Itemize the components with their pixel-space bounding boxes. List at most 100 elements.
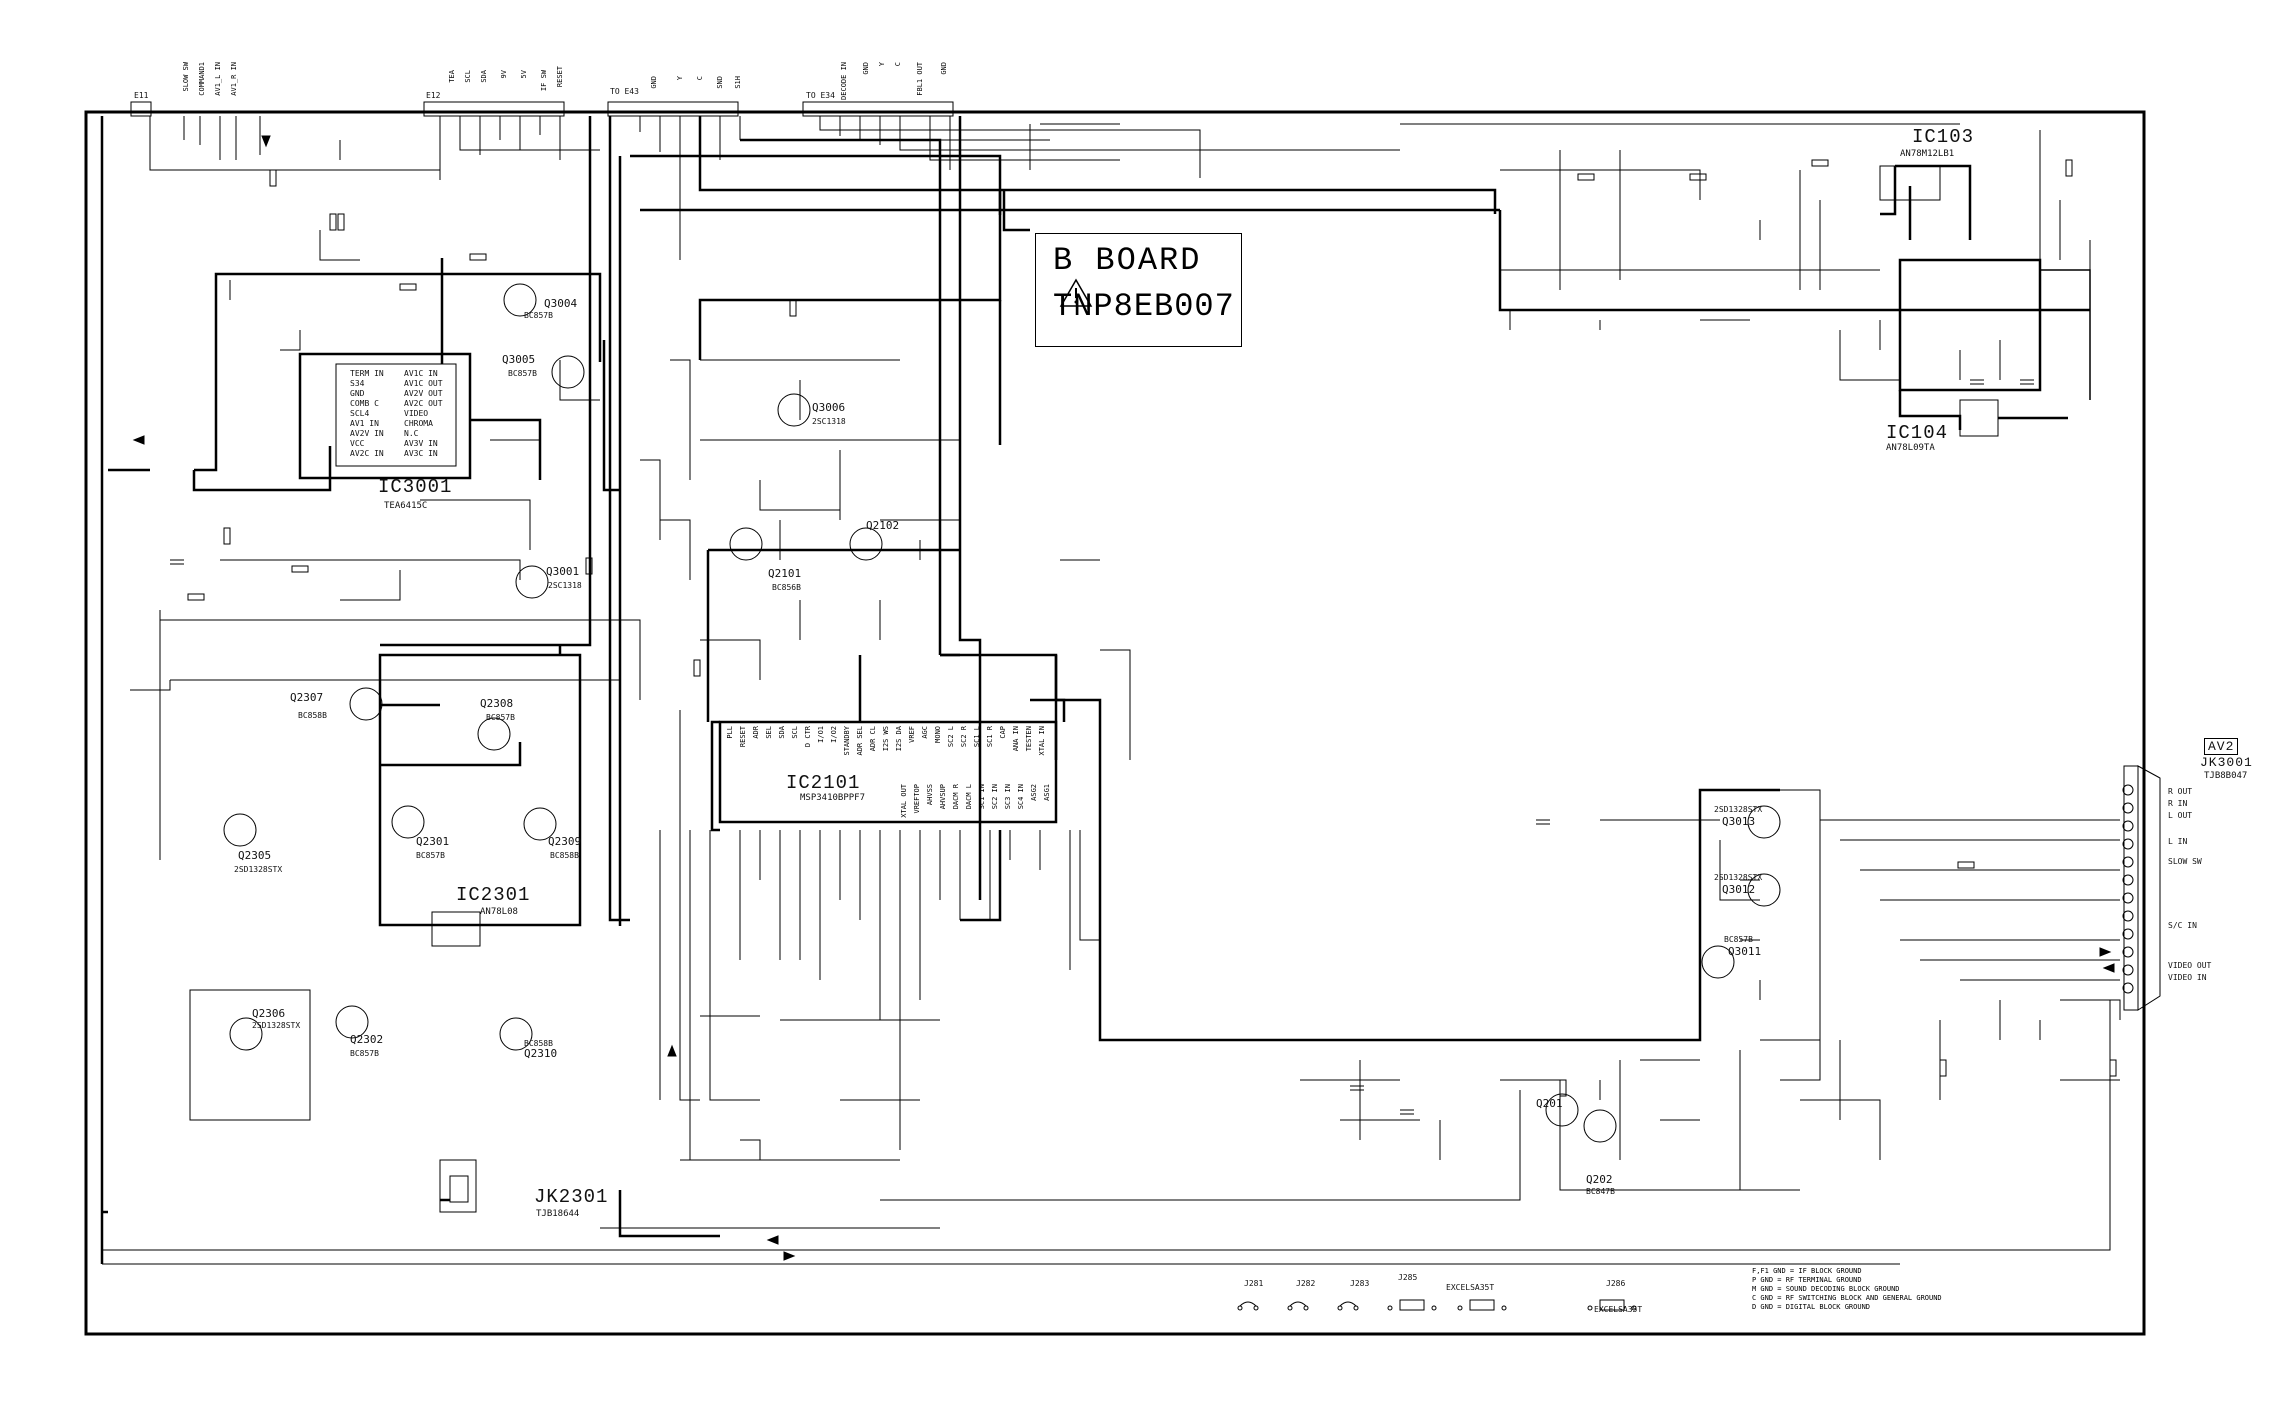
ic2101-pin: STANDBY <box>843 726 851 756</box>
board-title: B BOARD <box>1053 244 1241 312</box>
ic2101-pin: ADR SEL <box>856 726 864 756</box>
connector-pin: AV1_R IN <box>230 62 238 96</box>
ic2101-pin: XTAL IN <box>1038 726 1046 756</box>
connector-pin: GND <box>862 62 870 75</box>
ic2101-pin: ASG1 <box>1043 784 1051 801</box>
ic2101-body <box>718 720 1058 824</box>
jumper-symbols <box>1237 1299 1637 1311</box>
ic3001-part: TEA6415C <box>384 501 428 511</box>
transistor-part: 2SC1318 <box>548 581 582 590</box>
jumper-label: J282 <box>1296 1279 1316 1288</box>
transistor-ref: Q3001 <box>546 565 580 578</box>
ic2101-pin: DACM L <box>965 784 973 810</box>
connector-e34-ref: TO E34 <box>806 91 835 100</box>
ic2101-pin: AHVSS <box>926 784 934 806</box>
transistor-part: BC857B <box>1724 935 1753 944</box>
ic3001-pin: SCL4 <box>350 409 370 418</box>
ic3001-pin: TERM IN <box>350 369 384 378</box>
ic3001-pin: AV1C OUT <box>404 379 443 388</box>
ic2101-pin: RESET <box>739 726 747 748</box>
ic2101-pin: XTAL OUT <box>900 784 908 818</box>
ic2101-pin: I2S WS <box>882 726 890 752</box>
board-outline <box>84 110 2146 1336</box>
transistor-ref: Q2306 <box>252 1007 286 1020</box>
transistor-ref: Q3004 <box>544 297 578 310</box>
transistor-ref: Q2101 <box>768 567 802 580</box>
transistor-part: BC857B <box>524 311 553 320</box>
ic2101-pin: SDA <box>778 726 786 739</box>
jk3001-tag: AV2 <box>2204 738 2239 755</box>
ic3001-body <box>335 363 457 467</box>
transistor-ref: Q2302 <box>350 1033 384 1046</box>
jumper-label: J281 <box>1244 1279 1264 1288</box>
jumper-label: J283 <box>1350 1279 1370 1288</box>
transistor-part: BC857B <box>486 713 515 722</box>
transistor-part: 2SD1328STX <box>1714 873 1763 882</box>
ic2101-pin: SC1 L <box>973 726 981 748</box>
transistor-part: BC858B <box>298 711 327 720</box>
jumper-label: J285 <box>1398 1273 1418 1282</box>
transistor-part: BC858B <box>550 851 579 860</box>
ic2101-pin: SC1 IN <box>978 784 986 810</box>
transistor-ref: Q201 <box>1536 1097 1563 1110</box>
ic3001-pin: AV2V OUT <box>404 389 443 398</box>
jack-signal: S/C IN <box>2168 921 2197 930</box>
transistor-ref: Q3012 <box>1722 883 1756 896</box>
ic2101-pin: ASG2 <box>1030 784 1038 801</box>
legend-line: P GND = RF TERMINAL GROUND <box>1752 1276 1862 1284</box>
ic2101-pin: SC2 L <box>947 726 955 748</box>
ic2101-pin: AHVSUP <box>939 784 947 810</box>
connector-pin: C <box>894 62 902 67</box>
transistor-ref: Q202 <box>1586 1173 1613 1186</box>
transistor-part: BC857B <box>508 369 537 378</box>
ic2101-pin: SC4 IN <box>1017 784 1025 810</box>
connector-pin: RESET <box>556 66 564 88</box>
connector-pin: AV1_L IN <box>214 62 222 96</box>
ic2101-pin: I/O2 <box>830 726 838 743</box>
transistor-part: 2SD1328STX <box>234 865 283 874</box>
ic3001-pin: GND <box>350 389 365 398</box>
ic2101-part: MSP3410BPPF7 <box>800 793 866 803</box>
jack-signal: L IN <box>2168 837 2188 846</box>
ic103-body <box>1879 165 1941 201</box>
transistor-ref: Q2102 <box>866 519 900 532</box>
transistor-ref: Q2308 <box>480 697 514 710</box>
connector-pin: Y <box>676 76 684 81</box>
jack-signal: R IN <box>2168 799 2188 808</box>
ic2101-pin: VREF <box>908 726 916 743</box>
transistor-ref: Q2309 <box>548 835 582 848</box>
connector-pin: DECODE IN <box>840 62 848 100</box>
connector-pin: TEA <box>448 70 456 83</box>
ic3001-pin: AV2C OUT <box>404 399 443 408</box>
connector-pin: SND <box>716 76 724 89</box>
transistor-part: BC847B <box>1586 1187 1615 1196</box>
connector-pin: FBL1 OUT <box>916 62 924 96</box>
ic3001-pin: AV3C IN <box>404 449 438 458</box>
ic104-part: AN78L09TA <box>1886 443 1935 453</box>
ic2101-pin: SEL <box>765 726 773 739</box>
board-title-box: B BOARD TNP8EB007 <box>1035 233 1242 347</box>
connector-pin: Y <box>878 62 886 67</box>
jumper-label: J286 <box>1606 1279 1626 1288</box>
ic3001-pin: N.C <box>404 429 419 438</box>
ic2101-pin: D CTR <box>804 726 812 748</box>
ic3001-ref: IC3001 <box>378 476 453 498</box>
legend-line: C GND = RF SWITCHING BLOCK AND GENERAL G… <box>1752 1294 1942 1302</box>
ic2101-pin: PLL <box>726 726 734 739</box>
legend-line: M GND = SOUND DECODING BLOCK GROUND <box>1752 1285 1900 1293</box>
jk2301-part: TJB18644 <box>536 1209 580 1219</box>
ic3001-pin: VIDEO <box>404 409 429 418</box>
ic3001-pin: AV3V IN <box>404 439 438 448</box>
connector-pin: 9V <box>500 70 508 79</box>
ic103-part: AN78M12LB1 <box>1900 149 1955 159</box>
ic3001-pin: AV1C IN <box>404 369 438 378</box>
ic2101-pin: DACM R <box>952 784 960 810</box>
connector-e12-ref: E12 <box>426 91 441 100</box>
ic2101-pin: ADR CL <box>869 726 877 752</box>
connector-pin: GND <box>650 76 658 89</box>
warning-triangle-icon <box>1059 278 1093 307</box>
ic2101-pin: SC3 IN <box>1004 784 1012 810</box>
transistor-ref: Q3011 <box>1728 945 1762 958</box>
jk2301-ref: JK2301 <box>534 1186 609 1208</box>
